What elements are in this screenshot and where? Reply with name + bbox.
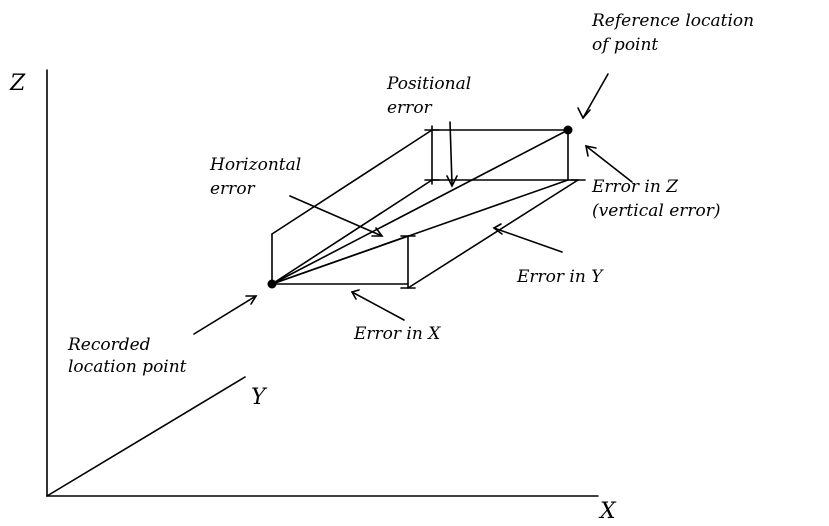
z-axis-label: Z: [10, 71, 26, 96]
y-error-line: [407, 179, 579, 289]
leader-recorded: [193, 295, 257, 335]
positional-error-line: [271, 129, 569, 285]
error-y-label: Error in Y: [517, 267, 603, 287]
y-axis-label: Y: [251, 385, 266, 410]
top-left-depth-edge: [271, 129, 433, 235]
error-z-label-line2: (vertical error): [592, 201, 721, 221]
error-z-label-line1: Error in Z: [592, 177, 679, 197]
arrowhead: [446, 175, 458, 188]
diagonal-to-corner: [271, 179, 433, 285]
x-axis-label: X: [600, 499, 616, 524]
positional-error-label-line1: Positional: [387, 74, 472, 94]
leader-y: [493, 227, 563, 253]
horizontal-error-label-line1: Horizontal: [210, 155, 302, 175]
diagonal-to-mid: [271, 235, 409, 285]
arrowhead: [492, 223, 503, 235]
horizontal-error-label-line2: error: [210, 179, 255, 199]
y-axis: [46, 376, 246, 497]
arrowhead: [584, 144, 597, 157]
arrowhead: [577, 107, 591, 120]
leader-x: [351, 291, 405, 321]
leader-positional: [449, 121, 453, 185]
error-x-label: Error in X: [354, 324, 441, 344]
recorded-location-label-line1: Recorded: [68, 335, 151, 355]
leader-z: [585, 145, 633, 183]
recorded-point: [267, 279, 277, 289]
leader-horizontal: [289, 195, 383, 237]
arrowhead: [350, 289, 360, 300]
arrowhead: [245, 295, 258, 305]
arrowhead: [371, 227, 384, 237]
reference-location-label-line2: of point: [592, 35, 659, 55]
positional-error-label-line2: error: [387, 98, 432, 118]
recorded-location-label-line2: location point: [68, 357, 187, 377]
reference-location-label-line1: Reference location: [592, 11, 755, 31]
reference-point: [563, 125, 573, 135]
leader-reference: [582, 73, 609, 119]
